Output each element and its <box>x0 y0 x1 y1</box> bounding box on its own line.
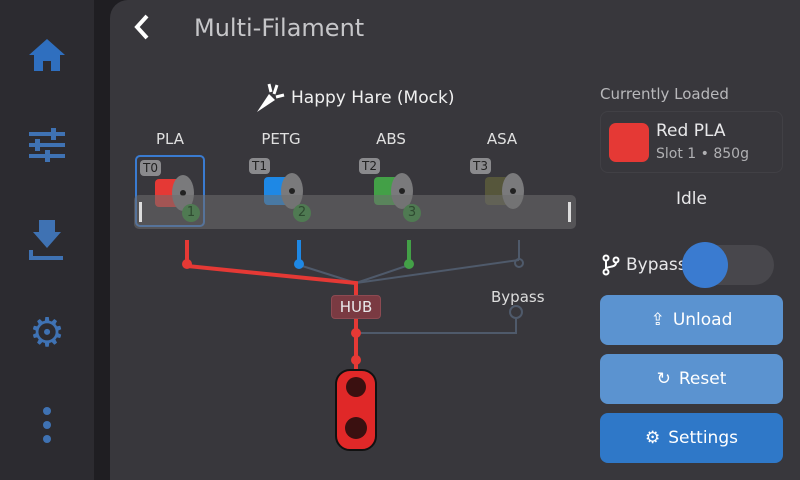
tool-tag: T3 <box>470 158 491 174</box>
refresh-icon: ↻ <box>656 369 671 389</box>
unload-label: Unload <box>672 310 733 330</box>
chevron-left-icon <box>134 14 149 40</box>
tool-tag: T0 <box>140 160 161 176</box>
home-icon <box>29 39 65 71</box>
nav-home[interactable] <box>22 30 72 80</box>
settings-label: Settings <box>668 428 738 448</box>
bypass-label: Bypass <box>626 255 687 275</box>
more-vertical-icon <box>43 407 51 443</box>
loaded-card: Red PLA Slot 1 • 850g <box>600 111 783 173</box>
toolhead-icon <box>335 369 377 451</box>
gate-material: PLA <box>155 130 184 148</box>
gate-material: ASA <box>486 130 518 148</box>
unload-icon: ⇪ <box>650 310 665 330</box>
page-title: Multi-Filament <box>194 14 365 42</box>
extruder-icon <box>29 220 63 260</box>
nav-settings[interactable]: ⚙ <box>22 308 72 358</box>
settings-button[interactable]: ⚙ Settings <box>600 413 783 463</box>
bypass-path-label: Bypass <box>491 288 545 306</box>
mmu-name: Happy Hare (Mock) <box>291 88 455 108</box>
back-button[interactable] <box>132 12 162 46</box>
gear-icon: ⚙ <box>29 310 65 356</box>
bypass-toggle[interactable] <box>682 242 774 288</box>
tool-tag: T2 <box>359 158 380 174</box>
mmu-header: Happy Hare (Mock) <box>255 82 454 114</box>
unload-button[interactable]: ⇪ Unload <box>600 295 783 345</box>
loaded-detail: Slot 1 • 850g <box>656 146 749 162</box>
tool-tag: T1 <box>249 158 270 174</box>
gate-material: ABS <box>376 130 406 148</box>
gate-number: 2 <box>293 204 311 222</box>
main-panel: Multi-Filament Happy Hare (Mock) PLA T0 … <box>110 0 800 480</box>
reset-button[interactable]: ↻ Reset <box>600 354 783 404</box>
branch-icon <box>602 254 620 276</box>
loaded-name: Red PLA <box>656 121 726 141</box>
gear-icon: ⚙ <box>645 428 661 448</box>
nav-tune[interactable] <box>22 120 72 170</box>
hub-label: HUB <box>331 295 381 319</box>
sidebar: ⚙ <box>0 0 94 480</box>
loaded-color-swatch <box>609 123 649 162</box>
bypass-row: Bypass <box>602 254 687 276</box>
reset-label: Reset <box>678 369 727 389</box>
mmu-state: Idle <box>676 189 707 209</box>
nav-more[interactable] <box>22 400 72 450</box>
carrot-icon <box>257 83 285 112</box>
loaded-heading: Currently Loaded <box>600 85 729 103</box>
filament-path <box>182 240 524 451</box>
gate-tray <box>134 195 576 229</box>
sliders-icon <box>29 128 65 162</box>
nav-extrude[interactable] <box>22 215 72 265</box>
gate-number: 1 <box>182 204 200 222</box>
gate-material: PETG <box>261 130 301 148</box>
gate-number: 3 <box>403 204 421 222</box>
